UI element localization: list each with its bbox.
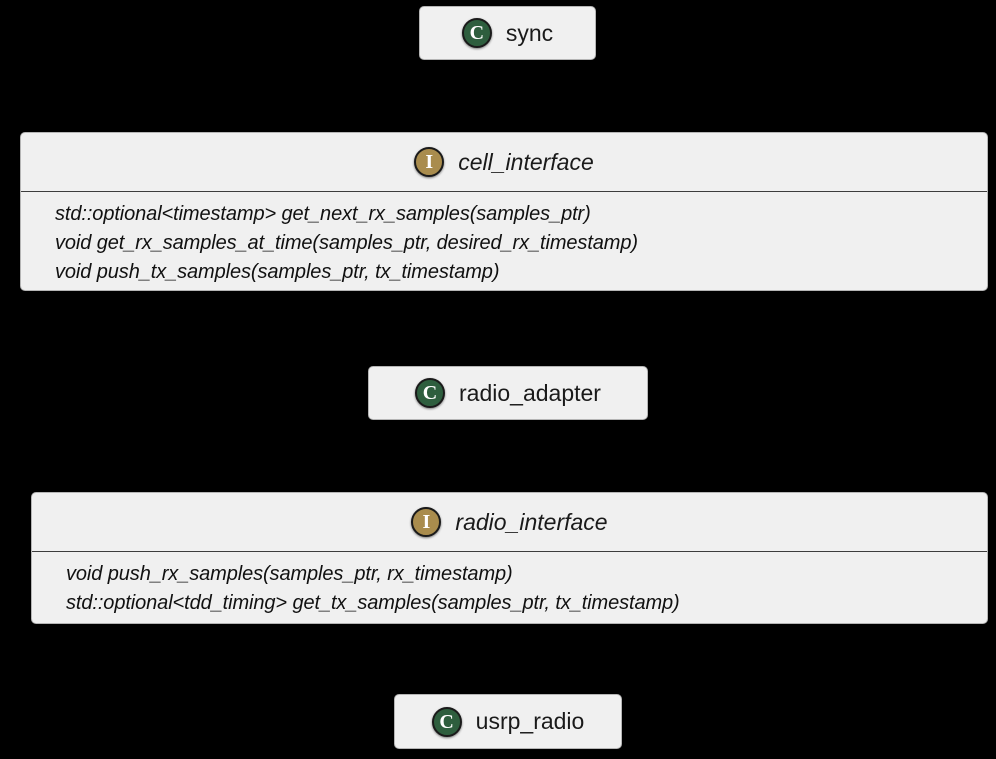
node-title-usrp-radio: usrp_radio bbox=[475, 708, 585, 734]
node-header-cell-interface: I cell_interface bbox=[21, 133, 987, 192]
method-line: std::optional<tdd_timing> get_tx_samples… bbox=[66, 591, 680, 614]
interface-stereotype-icon: I bbox=[414, 147, 445, 177]
class-stereotype-icon: C bbox=[461, 18, 492, 48]
node-header-radio-interface: I radio_interface bbox=[32, 493, 987, 552]
method-line: std::optional<timestamp> get_next_rx_sam… bbox=[55, 203, 591, 225]
node-title-sync: sync bbox=[505, 19, 554, 46]
uml-node-cell-interface[interactable]: I cell_interface std::optional<timestamp… bbox=[20, 132, 988, 291]
method-line: void get_rx_samples_at_time(samples_ptr,… bbox=[55, 231, 638, 254]
class-stereotype-icon: C bbox=[431, 706, 462, 737]
node-title-cell-interface: cell_interface bbox=[458, 148, 594, 175]
uml-node-radio-adapter[interactable]: C radio_adapter bbox=[368, 366, 648, 420]
node-title-radio-adapter: radio_adapter bbox=[459, 379, 601, 406]
node-methods-cell-interface: std::optional<timestamp> get_next_rx_sam… bbox=[21, 192, 987, 290]
method-line: void push_tx_samples(samples_ptr, tx_tim… bbox=[55, 260, 500, 283]
node-methods-radio-interface: void push_rx_samples(samples_ptr, rx_tim… bbox=[32, 552, 987, 623]
uml-node-radio-interface[interactable]: I radio_interface void push_rx_samples(s… bbox=[31, 492, 988, 624]
node-title-radio-interface: radio_interface bbox=[455, 508, 608, 535]
class-stereotype-icon: C bbox=[415, 378, 446, 408]
uml-node-sync[interactable]: C sync bbox=[419, 6, 596, 60]
interface-stereotype-icon: I bbox=[411, 507, 442, 537]
method-line: void push_rx_samples(samples_ptr, rx_tim… bbox=[66, 563, 513, 585]
uml-node-usrp-radio[interactable]: C usrp_radio bbox=[394, 694, 622, 749]
